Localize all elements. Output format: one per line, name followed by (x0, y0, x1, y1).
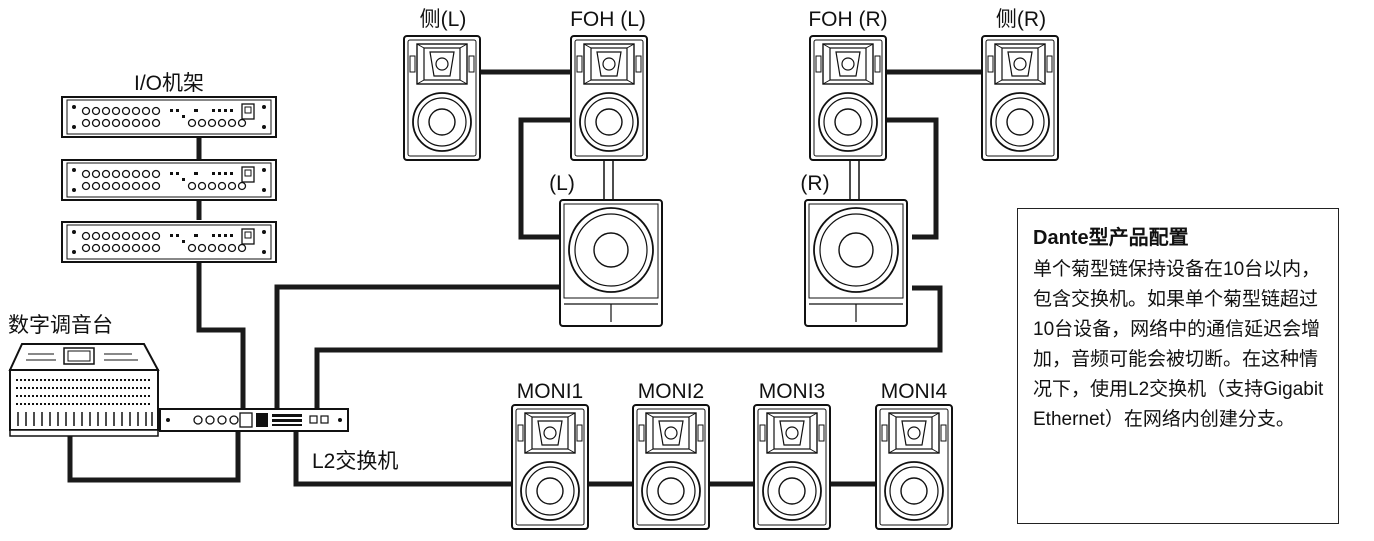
note-body: 单个菊型链保持设备在10台以内，包含交换机。如果单个菊型链超过10台设备，网络中… (1033, 259, 1324, 430)
monitor-4-label: MONI4 (881, 380, 948, 403)
dante-config-note: Dante型产品配置 单个菊型链保持设备在10台以内，包含交换机。如果单个菊型链… (1017, 208, 1339, 524)
sub-left-label: (L) (549, 172, 575, 195)
speaker-foh-right (809, 35, 887, 161)
monitor-3-label: MONI3 (759, 380, 826, 403)
io-rack-label: I/O机架 (134, 72, 204, 95)
foh-left-label: FOH (L) (570, 8, 646, 31)
monitor-1-label: MONI1 (517, 380, 584, 403)
io-rack-unit-1 (61, 96, 277, 138)
sub-right-label: (R) (800, 172, 829, 195)
switch-label: L2交换机 (312, 450, 398, 473)
monitor-2-label: MONI2 (638, 380, 705, 403)
io-rack-unit-2 (61, 159, 277, 201)
console-label: 数字调音台 (8, 314, 113, 337)
foh-right-label: FOH (R) (808, 8, 887, 31)
monitor-3 (753, 404, 831, 530)
speaker-foh-left (570, 35, 648, 161)
monitor-4 (875, 404, 953, 530)
monitor-1 (511, 404, 589, 530)
side-left-label: 侧(L) (420, 8, 467, 31)
subwoofer-left (559, 199, 663, 327)
speaker-side-left (403, 35, 481, 161)
digital-console (8, 343, 160, 437)
subwoofer-right (804, 199, 908, 327)
note-title: Dante型产品配置 (1033, 227, 1189, 249)
l2-switch (159, 408, 349, 432)
io-rack-unit-3 (61, 221, 277, 263)
speaker-side-right (981, 35, 1059, 161)
side-right-label: 侧(R) (996, 8, 1046, 31)
monitor-2 (632, 404, 710, 530)
network-cables (67, 69, 982, 487)
